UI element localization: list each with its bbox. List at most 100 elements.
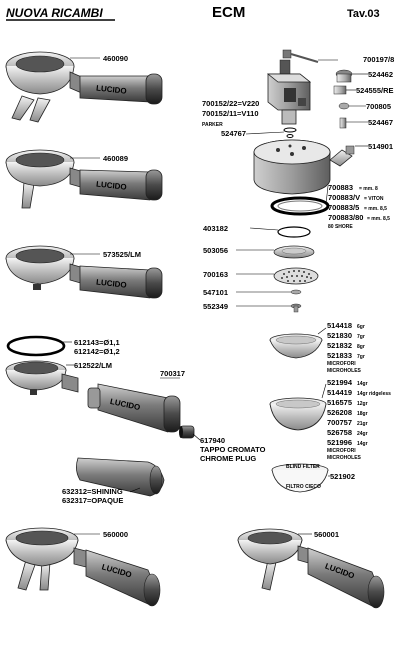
portafilter-460090: LUCIDO — [5, 51, 163, 123]
basket2-spec: 12gr — [357, 401, 368, 407]
label-parker: PARKER — [202, 122, 223, 128]
label-700163: 700163 — [203, 270, 228, 279]
basket2-code: 521994 — [327, 378, 353, 387]
basket2-microholes: MICROHOLES — [327, 455, 362, 461]
ring-403182 — [277, 226, 311, 238]
label-700317: 700317 — [160, 369, 185, 378]
fitting-524462 — [335, 69, 353, 83]
label-524467: 524467 — [368, 118, 393, 127]
filter-basket-double — [269, 397, 327, 431]
basket1-microfori: MICROFORI — [327, 361, 356, 367]
label-700883-5: 700883/5 — [328, 203, 359, 212]
label-chrome-plug: CHROME PLUG — [200, 454, 256, 463]
pin-524467 — [339, 117, 347, 129]
handle-700317: LUCIDO — [87, 383, 181, 433]
label-700883: 700883 — [328, 183, 353, 192]
lucido-engraving: LUCIDO — [96, 84, 127, 96]
basket1-code: 521833 — [327, 351, 352, 360]
lucido-engraving: LUCIDO — [96, 180, 127, 192]
label-700197: 700197/8 — [363, 55, 394, 64]
shower-screen-700163 — [273, 267, 319, 285]
label-514901: 514901 — [368, 142, 393, 151]
label-560001: 560001 — [314, 530, 339, 539]
basket2-code: 526208 — [327, 408, 352, 417]
label-560000: 560000 — [103, 530, 128, 539]
basket2-code: 526758 — [327, 428, 352, 437]
basket1-spec: 6gr — [357, 324, 365, 330]
label-tappo-cromato: TAPPO CROMATO — [200, 445, 266, 454]
basket2-code: 516575 — [327, 398, 352, 407]
basket1-spec: 7gr — [357, 334, 365, 340]
label-612142: 612142=Ø1,2 — [74, 347, 120, 356]
blind-filter-521902: BLIND FILTER FILTRO CIECO — [271, 463, 329, 493]
label-524462: 524462 — [368, 70, 393, 79]
washer-547101 — [290, 289, 302, 295]
basket2-code: 700757 — [327, 418, 352, 427]
portafilter-573525: LUCIDO — [5, 245, 163, 299]
basket2-code: 514419 — [327, 388, 352, 397]
fitting-524555 — [333, 85, 347, 95]
label-552349: 552349 — [203, 302, 228, 311]
portafilter-460089: LUCIDO — [5, 149, 163, 209]
nozzle-514901 — [329, 145, 355, 167]
label-80-shore: 80 SHORE — [328, 224, 353, 230]
label-700152-11: 700152/11=V110 — [202, 109, 259, 118]
label-700883-5-size: = mm. 8,5 — [364, 206, 387, 212]
basket1-code: 521832 — [327, 341, 352, 350]
label-700883-80: 700883/80 — [328, 213, 363, 222]
basket1-spec: 7gr — [357, 354, 365, 360]
label-524555: 524555/RE — [356, 86, 394, 95]
o-ring-gasket — [6, 335, 66, 357]
screw-552349 — [290, 303, 302, 313]
basket2-spec: 18gr — [357, 411, 368, 417]
basket2-microfori: MICROFORI — [327, 448, 356, 454]
basket2-spec: 24gr — [357, 431, 368, 437]
portafilter-560000: LUCIDO — [5, 527, 161, 607]
label-blind-filter: BLIND FILTER — [286, 464, 320, 470]
model-title: ECM — [212, 4, 245, 21]
basket2-code: 521996 — [327, 438, 352, 447]
solenoid-valve-assembly — [266, 49, 319, 138]
label-460089: 460089 — [103, 154, 128, 163]
washer-700805 — [338, 102, 350, 110]
label-632312: 632312=SHINING — [62, 487, 123, 496]
label-filtro-cieco: FILTRO CIECO — [286, 484, 321, 490]
group-head-body — [253, 139, 331, 195]
label-503056: 503056 — [203, 246, 228, 255]
label-700805: 700805 — [366, 102, 391, 111]
label-700883-size: = mm. 8 — [359, 186, 378, 192]
basket2-spec: 21gr — [357, 421, 368, 427]
basket1-microholes: MICROHOLES — [327, 368, 362, 374]
label-632317: 632317=OPAQUE — [62, 496, 123, 505]
brand-name: NUOVA RICAMBI — [6, 6, 103, 20]
label-573525: 573525/LM — [103, 250, 141, 259]
basket1-code: 514418 — [327, 321, 352, 330]
label-617940: 617940 — [200, 436, 225, 445]
label-700883-80-size: = mm. 8,5 — [367, 216, 390, 222]
disc-503056 — [273, 245, 315, 259]
label-460090: 460090 — [103, 54, 128, 63]
group-gasket-700883 — [270, 196, 330, 216]
label-700152-22: 700152/22=V220 — [202, 99, 259, 108]
handle-sleeve-632312 — [76, 457, 165, 497]
table-number: Tav.03 — [347, 8, 380, 20]
basket2-spec: 14gr — [357, 381, 368, 387]
label-524767: 524767 — [221, 129, 246, 138]
label-547101: 547101 — [203, 288, 228, 297]
lucido-engraving: LUCIDO — [96, 278, 127, 290]
label-700883-v: 700883/V — [328, 193, 360, 202]
basket1-code: 521830 — [327, 331, 352, 340]
portafilter-head-612522 — [5, 360, 79, 395]
label-viton: = VITON — [364, 196, 384, 202]
brand-logo: NUOVA RICAMBI — [6, 6, 115, 21]
filter-basket-single — [269, 333, 323, 359]
chrome-plug-617940 — [179, 425, 195, 439]
basket2-spec: 14gr ridgeless — [357, 391, 391, 397]
label-403182: 403182 — [203, 224, 228, 233]
basket1-spec: 8gr — [357, 344, 365, 350]
label-612522: 612522/LM — [74, 361, 112, 370]
header: NUOVA RICAMBI ECM Tav.03 — [6, 4, 380, 21]
label-612143: 612143=Ø1,1 — [74, 338, 120, 347]
label-521902: 521902 — [330, 472, 355, 481]
